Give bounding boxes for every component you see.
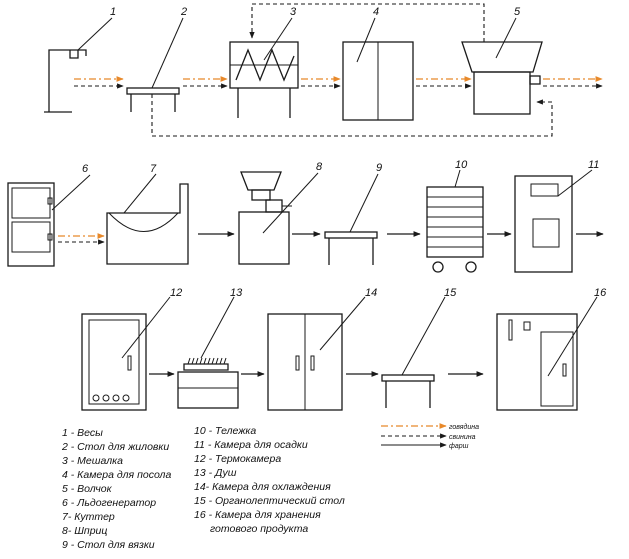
- equipment-syringe: [238, 171, 319, 265]
- num-label-1: 1: [110, 6, 116, 18]
- legend-item: 4 - Камера для посола: [62, 469, 171, 481]
- num-label-15: 15: [444, 287, 457, 299]
- equipment-storage-chamber: [496, 296, 598, 411]
- equipment-organoleptic-table: [381, 296, 446, 408]
- equipment-tying-table: [324, 173, 379, 265]
- equipment-mincer: [461, 17, 543, 115]
- equipment-settling-chamber: [514, 169, 593, 273]
- equipment-cutter: [106, 173, 189, 265]
- equipment-scales: [44, 17, 113, 113]
- equipment-cooling-chamber: [267, 296, 366, 411]
- num-label-6: 6: [82, 163, 89, 175]
- num-label-4: 4: [373, 6, 379, 18]
- legend-item: 7- Куттер: [62, 511, 115, 523]
- flow-lines-row2: [58, 231, 604, 245]
- num-label-2: 2: [180, 6, 187, 18]
- num-label-5: 5: [514, 6, 521, 18]
- equipment-salting-chamber: [342, 17, 414, 121]
- equipment-legend-right: 10 - Тележка 11 - Камера для осадки 12 -…: [194, 425, 345, 535]
- legend-item: 8- Шприц: [62, 525, 107, 537]
- legend-item: готового продукта: [210, 523, 308, 535]
- legend-item: 14- Камера для охлаждения: [194, 481, 331, 493]
- legend-item: 12 - Термокамера: [194, 453, 281, 465]
- num-label-14: 14: [365, 287, 377, 299]
- equipment-legend-left: 1 - Весы 2 - Стол для жиловки 3 - Мешалк…: [61, 427, 171, 551]
- flow-legend-beef: говядина: [449, 423, 479, 431]
- num-label-16: 16: [594, 287, 607, 299]
- equipment-ice-generator: [7, 174, 91, 267]
- legend-item: 11 - Камера для осадки: [194, 439, 308, 451]
- legend-item: 2 - Стол для жиловки: [61, 441, 169, 453]
- equipment-shower: [177, 296, 239, 409]
- num-label-13: 13: [230, 287, 243, 299]
- legend-item: 9 - Стол для вязки: [62, 539, 155, 551]
- num-label-7: 7: [150, 163, 157, 175]
- legend-item: 5 - Волчок: [62, 483, 113, 495]
- num-label-3: 3: [290, 6, 297, 18]
- num-label-11: 11: [588, 159, 599, 171]
- equipment-trolley: [426, 169, 484, 273]
- equipment-mixer: [229, 17, 299, 118]
- flow-legend-pork: свинина: [449, 434, 476, 441]
- legend-item: 1 - Весы: [62, 427, 103, 439]
- equipment-thermo-chamber: [81, 296, 171, 411]
- num-label-9: 9: [376, 162, 382, 174]
- num-label-8: 8: [316, 161, 323, 173]
- legend-item: 16 - Камера для хранения: [194, 509, 321, 521]
- flow-lines-row1: [74, 3, 603, 137]
- flow-legend: говядина свинина фарш: [381, 423, 479, 450]
- legend-item: 10 - Тележка: [194, 425, 256, 437]
- flow-legend-stuffing: фарш: [449, 443, 469, 450]
- num-label-12: 12: [170, 287, 182, 299]
- legend-item: 13 - Душ: [194, 467, 237, 479]
- equipment-deboning-table: [126, 17, 184, 112]
- legend-item: 3 - Мешалка: [62, 455, 123, 467]
- legend-item: 15 - Органолептический стол: [194, 495, 345, 507]
- legend-item: 6 - Льдогенератор: [62, 497, 156, 509]
- equipment-number-labels: 1 2 3 4 5 6 7 8 9 10 11 12 13 14 15 16: [82, 6, 607, 299]
- num-label-10: 10: [455, 159, 468, 171]
